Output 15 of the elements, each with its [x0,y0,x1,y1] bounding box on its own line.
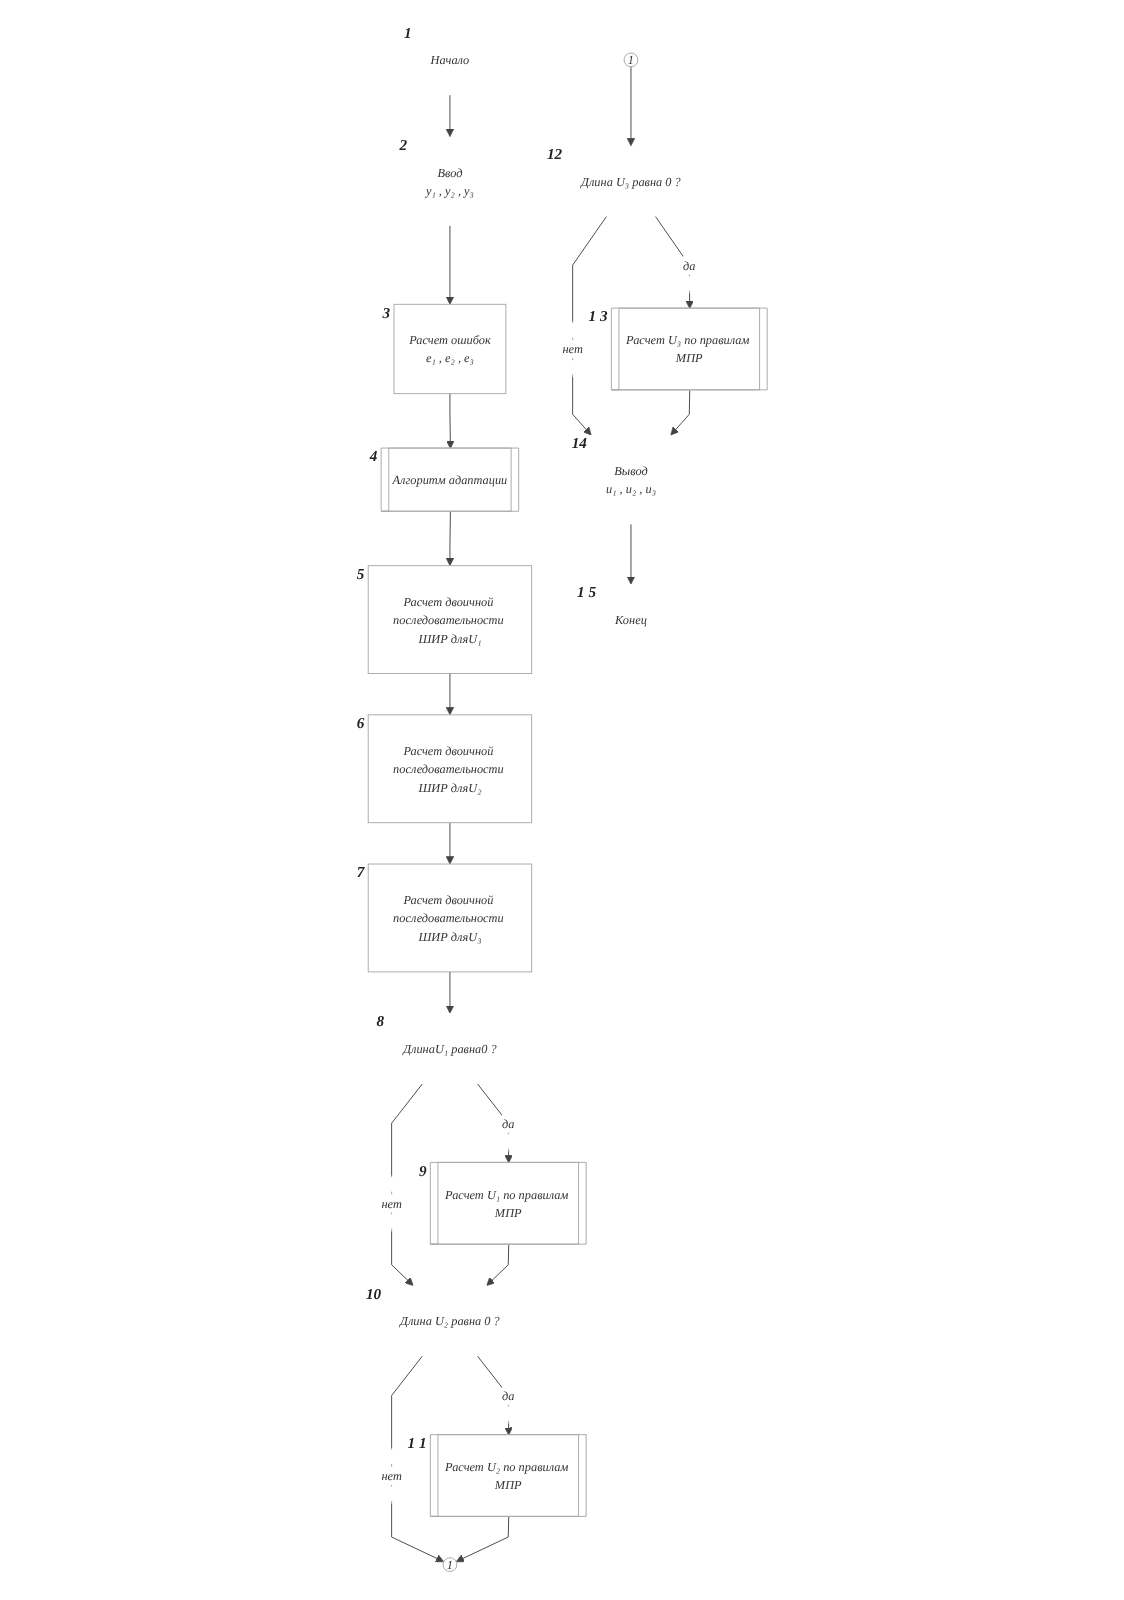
block-number: 12 [546,145,563,164]
block-number: 1 5 [577,583,597,602]
block-number: 9 [418,1161,427,1180]
block-number: 2 [399,135,407,154]
block-number: 14 [571,434,587,453]
block-number: 7 [356,863,365,882]
block-number: 5 [356,564,365,583]
block-number: 3 [382,303,391,322]
block-number: 1 1 [407,1433,427,1452]
block-number: 1 [404,23,412,42]
block-number: 10 [365,1284,382,1303]
block-number: 6 [356,714,365,733]
block-number: 4 [369,447,378,466]
block-number: 8 [376,1012,385,1031]
block-number: 1 3 [588,307,608,326]
